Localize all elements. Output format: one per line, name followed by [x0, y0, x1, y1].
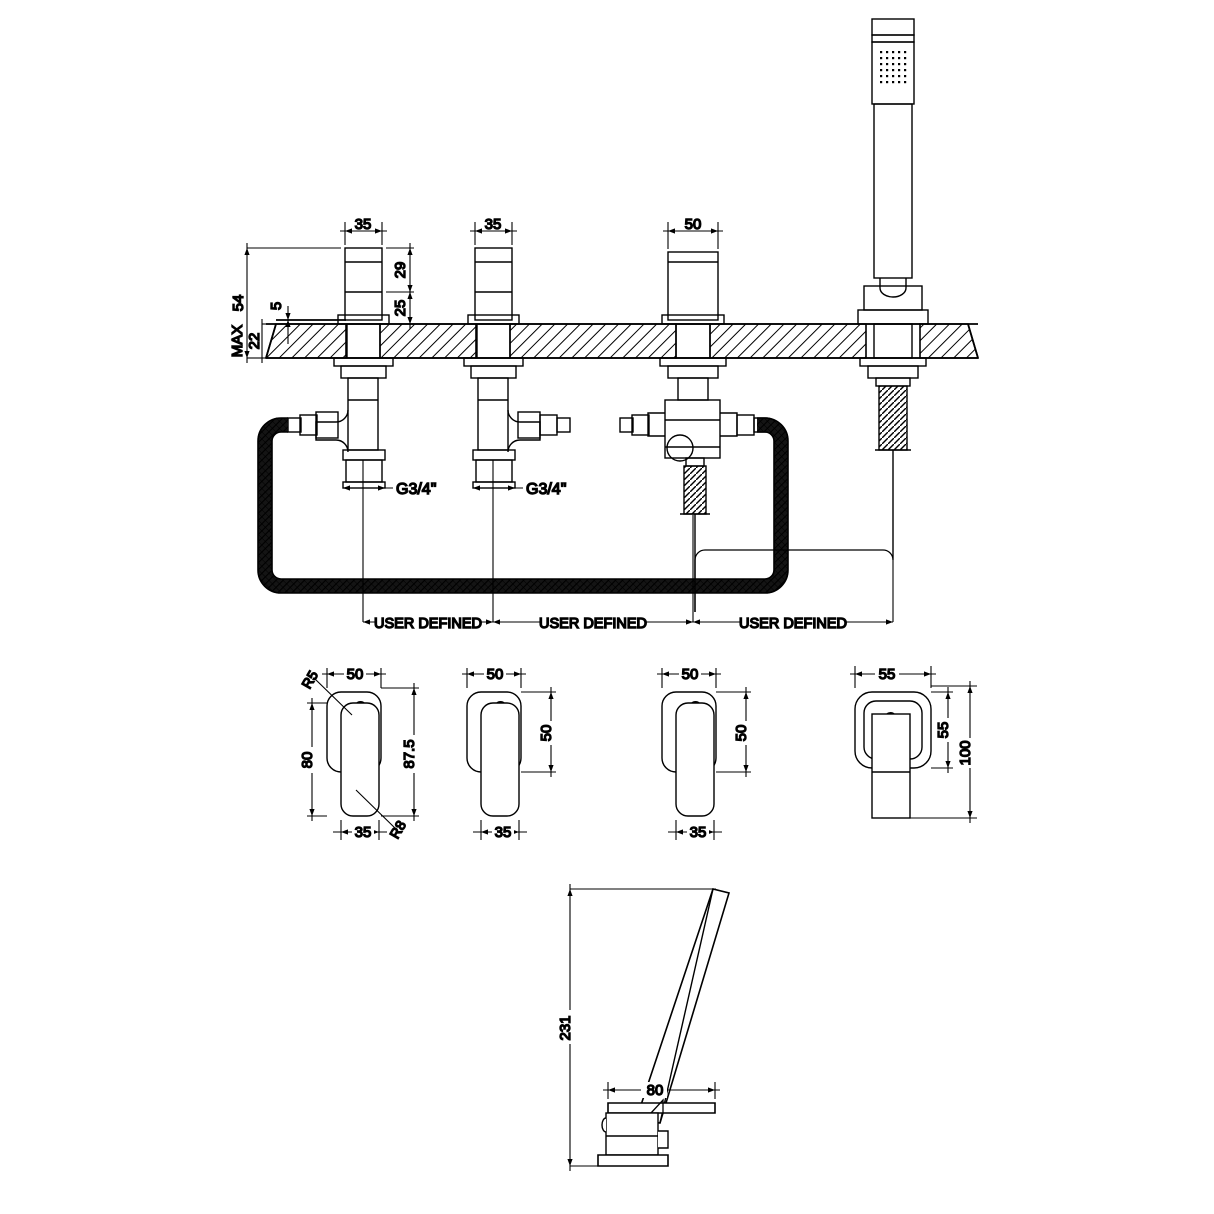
deck-slab [264, 319, 980, 359]
width-dimensions-top [340, 222, 723, 249]
spout-dimensions [562, 884, 720, 1171]
dim-overall-height: 54 [230, 295, 247, 312]
hot-tap-assembly [287, 247, 394, 489]
dim-washer-thickness: 5 [268, 302, 285, 310]
detail-4-dimensions [850, 666, 978, 823]
height-dimensions-left [244, 243, 341, 363]
label-user-defined-1: USER DEFINED [374, 616, 482, 632]
dim-cold-handle-width: 35 [485, 216, 502, 233]
cold-tap-assembly [463, 247, 571, 489]
user-defined-dimension-chain [363, 613, 893, 630]
detail-1-dim-right-height: 87.5 [401, 739, 418, 768]
detail-1-dim-left-height: 80 [299, 752, 316, 769]
detail-4-dim-inner-height: 55 [935, 722, 952, 739]
detail-1-dim-bottom-width: 35 [355, 824, 372, 841]
dim-handle-lower: 25 [392, 300, 409, 317]
detail-3-dimensions [657, 666, 754, 840]
label-user-defined-2: USER DEFINED [539, 616, 647, 632]
handset-riser-assembly [859, 323, 927, 552]
detail-1-radius-top: R5 [298, 668, 321, 692]
spout-dim-width: 80 [647, 1082, 664, 1099]
detail-2-dim-right-height: 50 [538, 725, 555, 742]
height-dimensions-handle [386, 243, 414, 329]
detail-2-dim-top-width: 50 [487, 666, 504, 683]
detail-4-dim-outer-height: 100 [957, 740, 974, 765]
label-user-defined-3: USER DEFINED [739, 616, 847, 632]
detail-3-dim-right-height: 50 [733, 725, 750, 742]
detail-2-dimensions [462, 666, 559, 840]
detail-1-dimensions [304, 666, 422, 840]
detail-4-dim-top-width: 55 [879, 666, 896, 683]
detail-view-3-diverter-handle [661, 691, 717, 817]
dim-deck-thickness: 22 [246, 333, 263, 350]
detail-1-dim-top-width: 50 [347, 666, 364, 683]
detail-view-1-hot-handle [326, 691, 382, 817]
detail-2-dim-bottom-width: 35 [495, 824, 512, 841]
dim-deck-max-label: MAX [229, 325, 246, 358]
shower-handset [857, 18, 929, 325]
detail-1-radius-bottom: R8 [386, 818, 409, 842]
dim-hot-handle-width: 35 [355, 216, 372, 233]
detail-3-dim-top-width: 50 [682, 666, 699, 683]
detail-3-dim-bottom-width: 35 [690, 824, 707, 841]
dim-diverter-width: 50 [685, 216, 702, 233]
thread-leaders [343, 485, 523, 491]
dim-handle-upper: 29 [392, 262, 409, 279]
centrelines [362, 460, 894, 622]
braided-hose-loop [257, 417, 894, 612]
detail-view-4-handset-holder [854, 691, 932, 819]
label-inlet-thread-left: G3/4" [396, 481, 436, 498]
spray-face-dots [880, 51, 907, 84]
spout-side-view [597, 888, 731, 1167]
label-inlet-thread-right: G3/4" [526, 481, 566, 498]
detail-view-2-cold-handle [466, 691, 522, 817]
spout-dim-height: 231 [557, 1015, 574, 1040]
